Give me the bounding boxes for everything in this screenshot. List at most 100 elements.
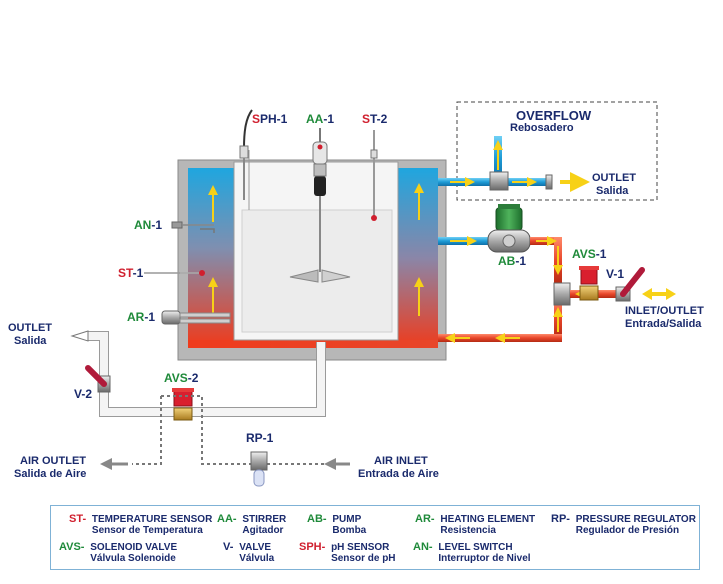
tag-an1-suffix: -1 — [151, 218, 163, 232]
pressure-regulator — [250, 451, 268, 487]
tag-rp1: RP-1 — [246, 432, 273, 445]
temperature-sensor-st2 — [370, 130, 378, 221]
outlet-left-label: OUTLET — [8, 322, 52, 334]
tag-rp1-suffix: RP-1 — [246, 431, 274, 445]
legend-abbr: AA- — [217, 513, 237, 525]
legend-abbr: ST- — [69, 513, 87, 525]
outlet-right-label: OUTLET — [592, 172, 636, 184]
overflow-label: OVERFLOW — [516, 108, 592, 123]
heating-element — [161, 310, 231, 325]
solenoid-valve-avs2 — [172, 388, 194, 421]
legend-subtitle: Sensor de pH — [331, 553, 396, 564]
legend-title: TEMPERATURE SENSOR — [91, 514, 213, 525]
legend-abbr: AN- — [413, 541, 433, 553]
legend-abbr: AVS- — [59, 541, 85, 553]
tag-st1-suffix: -1 — [132, 266, 144, 280]
legend-title: PRESSURE REGULATOR — [575, 514, 696, 525]
tag-avs2-suffix: -2 — [187, 371, 199, 385]
air-inlet-label: AIR INLET — [374, 455, 428, 467]
tag-avs1-prefix: AVS — [572, 247, 596, 261]
pump — [487, 204, 531, 253]
air-lines — [132, 395, 330, 465]
tag-st1-prefix: ST — [118, 266, 133, 280]
tag-avs2: AVS-2 — [164, 372, 198, 385]
air-outlet-label-es: Salida de Aire — [14, 468, 87, 480]
tag-avs2-prefix: AVS — [164, 371, 188, 385]
tag-v1-suffix: V-1 — [606, 267, 625, 281]
inlet-outlet-label: INLET/OUTLET — [625, 305, 704, 317]
tag-st1: ST-1 — [118, 267, 143, 280]
bottom-jacket — [188, 340, 438, 348]
valve-v1 — [615, 267, 645, 302]
overflow-box — [456, 101, 658, 201]
tag-st2-suffix: T-2 — [370, 112, 388, 126]
air-outlet-label: AIR OUTLET — [20, 455, 86, 467]
legend-subtitle: Regulador de Presión — [575, 525, 680, 536]
tag-sph1-suffix: PH-1 — [260, 112, 288, 126]
legend-abbr: AR- — [415, 513, 435, 525]
legend-subtitle: Válvula — [239, 553, 275, 564]
legend-abbr: RP- — [551, 513, 570, 525]
legend-subtitle: Válvula Solenoide — [90, 553, 176, 564]
legend-subtitle: Agitador — [242, 525, 284, 536]
tag-ar1-prefix: AR — [127, 310, 145, 324]
valve-v2 — [85, 365, 111, 393]
tag-v2-suffix: V-2 — [74, 387, 93, 401]
drain-pipe — [70, 330, 326, 417]
legend-subtitle: Resistencia — [440, 525, 496, 536]
outlet-left-label-es: Salida — [14, 335, 47, 347]
legend-abbr: SPH- — [299, 541, 326, 553]
legend-title: STIRRER — [242, 514, 287, 525]
legend-abbr: V- — [223, 541, 234, 553]
tag-ab1: AB-1 — [498, 255, 526, 268]
jacket-flow-arrows — [208, 183, 424, 316]
tag-ar1-suffix: -1 — [144, 310, 156, 324]
tag-st2: ST-2 — [362, 113, 387, 126]
legend-title: PUMP — [332, 514, 362, 525]
tag-an1: AN-1 — [134, 219, 162, 232]
temperature-sensor-st1 — [144, 270, 205, 276]
legend-title: pH SENSOR — [331, 542, 390, 553]
stirrer — [289, 128, 351, 283]
tag-aa1: AA-1 — [306, 113, 334, 126]
outlet-right-label-es: Salida — [596, 185, 629, 197]
tag-ab1-prefix: AB — [498, 254, 516, 268]
tag-an1-prefix: AN — [134, 218, 152, 232]
tag-sph1: SPH-1 — [252, 113, 287, 126]
legend-title: LEVEL SWITCH — [438, 542, 513, 553]
air-inlet-label-es: Entrada de Aire — [358, 468, 439, 480]
tag-aa1-prefix: AA — [306, 112, 324, 126]
ph-sensor — [239, 109, 253, 210]
tag-st2-prefix: S — [362, 112, 371, 126]
tag-avs1-suffix: -1 — [595, 247, 607, 261]
legend-subtitle: Interruptor de Nivel — [438, 553, 531, 564]
tag-avs1: AVS-1 — [572, 248, 606, 261]
legend-title: SOLENOID VALVE — [90, 542, 178, 553]
legend-subtitle: Bomba — [332, 525, 367, 536]
overflow-label-es: Rebosadero — [510, 122, 574, 134]
inlet-outlet-arrow — [642, 288, 676, 300]
legend-subtitle: Sensor de Temperatura — [91, 525, 203, 536]
inlet-outlet-label-es: Entrada/Salida — [625, 318, 702, 330]
tag-v2: V-2 — [74, 388, 92, 401]
tag-v1: V-1 — [606, 268, 624, 281]
overflow-arrows — [450, 140, 537, 187]
tag-sph1-prefix: S — [252, 112, 261, 126]
tag-ar1: AR-1 — [127, 311, 155, 324]
legend-abbr: AB- — [307, 513, 327, 525]
tag-ab1-suffix: -1 — [515, 254, 527, 268]
solenoid-valve-avs1 — [579, 266, 599, 301]
level-switch — [171, 221, 215, 233]
legend-title: VALVE — [239, 542, 272, 553]
